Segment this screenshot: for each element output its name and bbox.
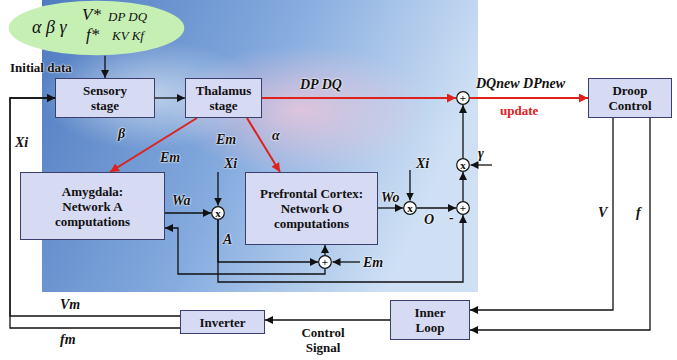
brain-glow xyxy=(40,40,260,150)
node-text: Sensory stage xyxy=(76,83,134,113)
update-arrow xyxy=(247,118,280,172)
node-text: α β γ xyxy=(32,17,67,38)
node-text: x xyxy=(460,160,466,171)
input-wire xyxy=(471,164,493,165)
signal-label: Wo xyxy=(381,190,399,206)
node-text: V* xyxy=(82,5,101,25)
annotation-label: β xyxy=(118,126,125,142)
junction-circle xyxy=(319,256,332,269)
summing-junction: + xyxy=(456,201,470,215)
signal-arrow xyxy=(462,172,463,201)
annotation-label: - xyxy=(449,210,454,226)
signal-label: f xyxy=(636,205,641,221)
cloud-shape xyxy=(9,1,185,56)
node-text: + xyxy=(322,257,328,268)
signal-label: V xyxy=(598,205,607,221)
signal-label: DP DQ xyxy=(300,77,342,93)
annotation-label: α xyxy=(272,128,280,144)
junction-circle xyxy=(457,202,470,215)
junction-circle xyxy=(457,92,470,105)
annotation-label: DQnew DPnew xyxy=(476,76,565,92)
signal-arrow xyxy=(10,98,180,316)
junction-circle xyxy=(212,207,225,220)
input-wire xyxy=(217,172,218,206)
node-text: Inner Loop xyxy=(408,305,452,335)
signal-arrow xyxy=(10,98,180,328)
node-text: KV Kf xyxy=(112,29,144,44)
input-wire xyxy=(333,261,361,262)
signal-arrow xyxy=(165,212,211,213)
multiplier-junction: x xyxy=(403,201,417,215)
input-wire xyxy=(409,170,410,201)
sensory-stage-box: Sensory stage xyxy=(55,78,155,118)
signal-label: Control Signal xyxy=(294,325,352,355)
amygdala-network-box: Amygdala: Network A computations xyxy=(20,172,165,240)
node-text: Prefrontal Cortex: Network O computation… xyxy=(249,186,374,231)
signal-arrow xyxy=(155,97,185,98)
junction-circle xyxy=(404,202,417,215)
node-text: Inverter xyxy=(199,315,245,330)
signal-arrow xyxy=(378,207,403,208)
node-text: + xyxy=(460,93,466,104)
multiplier-junction: x xyxy=(211,206,225,220)
signal-label: A xyxy=(223,232,232,248)
node-text: Amygdala: Network A computations xyxy=(45,184,140,229)
signal-label: update xyxy=(500,103,538,118)
signal-arrow xyxy=(470,118,613,310)
signal-arrow xyxy=(324,245,325,255)
node-text: DP DQ xyxy=(108,10,147,25)
signal-arrow xyxy=(104,56,105,78)
multiplier-junction: x xyxy=(456,158,470,172)
node-text: Droop Control xyxy=(602,83,658,113)
signal-label: fm xyxy=(60,332,76,348)
update-arrow xyxy=(110,118,197,172)
inner-loop-box: Inner Loop xyxy=(390,300,470,340)
thalamus-stage-box: Thalamus stage xyxy=(185,78,262,118)
annotation-label: Xi xyxy=(224,156,237,172)
annotation-label: Em xyxy=(216,132,236,148)
node-text: x xyxy=(407,203,413,214)
annotation-label: Em xyxy=(363,255,383,271)
annotation-label: γ xyxy=(478,146,484,162)
signal-arrow xyxy=(265,319,390,320)
node-text: f* xyxy=(86,25,99,45)
update-arrow xyxy=(262,97,456,99)
prefrontal-network-box: Prefrontal Cortex: Network O computation… xyxy=(245,172,378,245)
node-text: x xyxy=(215,208,221,219)
inverter-box: Inverter xyxy=(180,310,265,334)
annotation-label: Xi xyxy=(416,156,429,172)
signal-label: Vm xyxy=(60,297,80,313)
droop-control-box: Droop Control xyxy=(588,78,672,118)
signal-label: Initial data xyxy=(10,60,72,75)
summing-junction: + xyxy=(456,91,470,105)
annotation-label: Xi xyxy=(15,135,28,151)
signal-label: O xyxy=(424,212,434,228)
signal-arrow xyxy=(417,207,456,208)
update-arrow xyxy=(470,97,588,99)
signal-label: Wa xyxy=(172,193,190,209)
summing-junction: + xyxy=(318,255,332,269)
parameter-cloud: α β γ V*f* DP DQ KV Kf xyxy=(8,0,185,56)
junction-circle xyxy=(457,159,470,172)
node-text: + xyxy=(460,203,466,214)
annotation-label: Em xyxy=(160,150,180,166)
signal-arrow xyxy=(462,105,463,158)
signal-arrow xyxy=(470,118,650,330)
node-text: Thalamus stage xyxy=(192,83,256,113)
